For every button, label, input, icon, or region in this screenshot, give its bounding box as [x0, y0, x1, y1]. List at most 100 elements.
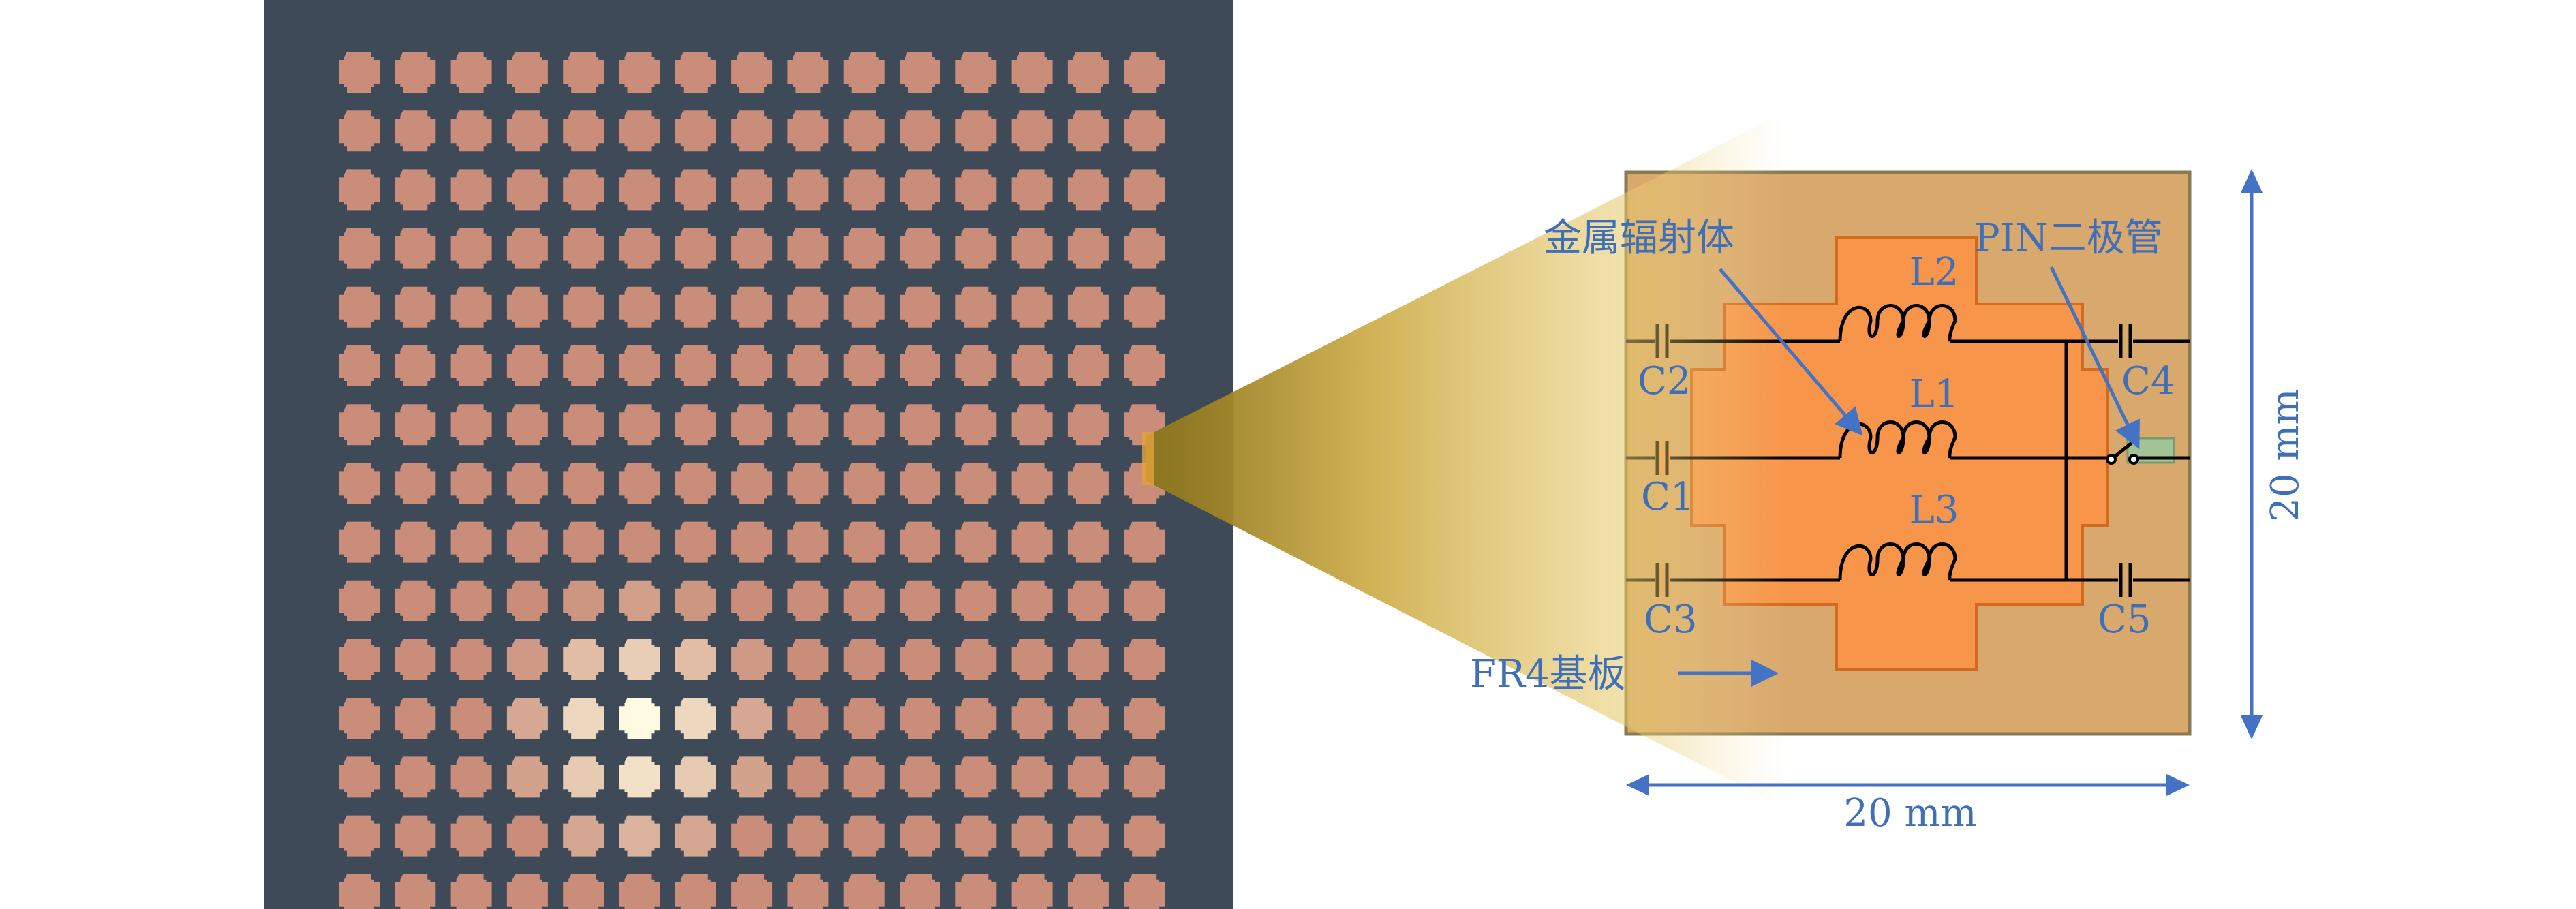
metal-pad	[731, 874, 773, 909]
metal-pad	[619, 463, 660, 504]
metal-pad	[339, 698, 380, 739]
metal-pad	[843, 463, 885, 504]
metal-pad	[900, 404, 940, 446]
metal-pad	[1124, 110, 1165, 152]
zoom-source-pad	[1142, 432, 1154, 485]
metal-pad	[339, 580, 380, 621]
label-l3: L3	[1910, 488, 1959, 532]
metal-pad	[395, 580, 436, 621]
metal-pad	[675, 815, 716, 857]
metal-pad	[955, 463, 997, 504]
metal-pad	[506, 815, 548, 857]
metal-pad	[731, 639, 773, 680]
metal-pad	[731, 756, 773, 798]
metal-pad	[1124, 639, 1165, 680]
metal-pad	[1067, 110, 1109, 152]
metal-pad	[843, 286, 885, 328]
metal-pad	[955, 698, 997, 739]
metal-pad	[955, 639, 997, 680]
metal-pad	[563, 580, 604, 621]
metal-pad	[619, 286, 660, 328]
metal-pad	[843, 404, 885, 446]
metal-pad	[843, 639, 885, 680]
metal-pad	[900, 756, 940, 798]
metal-pad	[1011, 463, 1053, 504]
diode-pointer-arrow	[2049, 266, 2140, 449]
metal-pad	[506, 228, 548, 269]
height-label: 20 mm	[2263, 388, 2307, 521]
metal-pad	[450, 52, 492, 93]
metal-pad	[563, 639, 604, 680]
metal-pad	[1124, 756, 1165, 798]
metal-pad	[900, 286, 940, 328]
metal-pad	[843, 345, 885, 386]
metal-pad	[1124, 815, 1165, 857]
metal-pad	[506, 110, 548, 152]
metal-pad	[450, 815, 492, 857]
metal-pad	[1067, 815, 1109, 857]
metal-pad	[955, 52, 997, 93]
metal-pad	[563, 286, 604, 328]
metal-pad	[675, 463, 716, 504]
metal-pad	[787, 228, 829, 269]
metal-pad	[395, 169, 436, 211]
metal-pad	[787, 698, 829, 739]
metal-pad	[675, 345, 716, 386]
metal-pad	[1011, 874, 1053, 909]
metal-pad	[843, 521, 885, 563]
metal-pad	[395, 815, 436, 857]
pad-grid	[339, 52, 1165, 909]
metal-pad	[731, 698, 773, 739]
metal-pad	[1124, 698, 1165, 739]
metal-pad	[955, 874, 997, 909]
metal-pad	[395, 52, 436, 93]
metal-pad	[955, 110, 997, 152]
metasurface-photo	[264, 0, 1233, 909]
metal-pad	[1011, 756, 1053, 798]
metal-pad	[619, 521, 660, 563]
metal-pad	[955, 286, 997, 328]
metal-pad	[675, 52, 716, 93]
metal-pad	[395, 874, 436, 909]
inductor-l1	[1838, 420, 1957, 459]
metal-pad	[731, 228, 773, 269]
metal-pad	[506, 874, 548, 909]
metal-pad	[506, 286, 548, 328]
metal-pad	[1011, 404, 1053, 446]
metal-pad	[563, 874, 604, 909]
label-l1: L1	[1910, 372, 1959, 416]
metal-pad	[955, 815, 997, 857]
metal-pad	[506, 580, 548, 621]
inductor-coil	[1838, 304, 1957, 342]
metal-pad	[339, 521, 380, 563]
metal-pad	[787, 639, 829, 680]
metal-pad	[731, 286, 773, 328]
metal-pad	[506, 404, 548, 446]
metal-pad	[619, 580, 660, 621]
metal-pad	[787, 756, 829, 798]
metal-pad	[787, 345, 829, 386]
metal-pad	[563, 698, 604, 739]
metal-pad	[395, 286, 436, 328]
metal-pad	[731, 404, 773, 446]
width-label: 20 mm	[1843, 791, 1976, 835]
capacitor-c4	[2118, 324, 2133, 358]
metal-pad	[1067, 580, 1109, 621]
inductor-coil	[1838, 420, 1957, 459]
metal-pad	[900, 580, 940, 621]
metal-pad	[339, 110, 380, 152]
metal-pad	[339, 874, 380, 909]
metal-pad	[450, 169, 492, 211]
metal-pad	[395, 345, 436, 386]
metal-pad	[619, 756, 660, 798]
metal-pad	[955, 404, 997, 446]
metal-pad	[339, 815, 380, 857]
metal-pad	[675, 874, 716, 909]
metal-pad	[1124, 580, 1165, 621]
metal-pad	[619, 228, 660, 269]
inductor-coil	[1838, 542, 1957, 581]
metal-pad	[1011, 345, 1053, 386]
metal-pad	[619, 169, 660, 211]
metal-pad	[675, 756, 716, 798]
